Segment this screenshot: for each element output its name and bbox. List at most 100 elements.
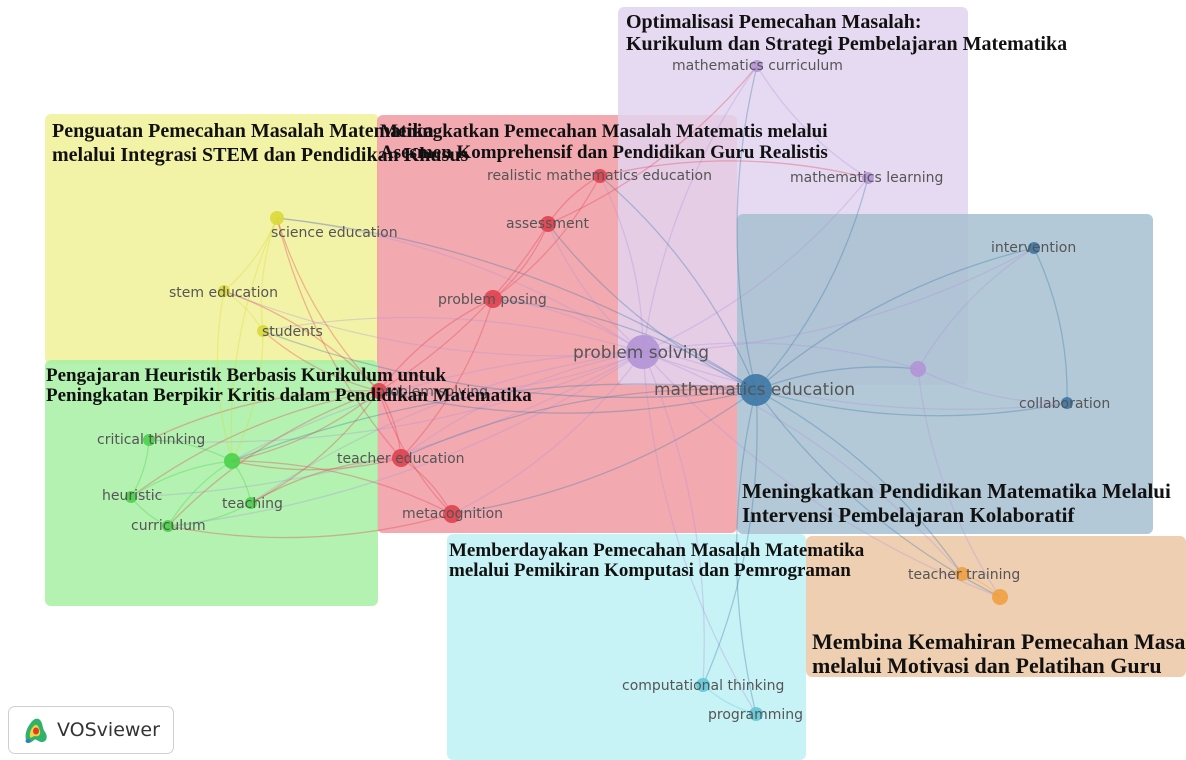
node-unlabeled-orange[interactable]	[992, 589, 1008, 605]
link	[599, 175, 644, 353]
cluster-title-purple: Kurikulum dan Strategi Pembelajaran Mate…	[626, 33, 1067, 55]
node-curriculum[interactable]	[162, 520, 174, 532]
link	[378, 351, 644, 394]
node-teacher-education[interactable]	[392, 449, 410, 467]
brand-name: VOSviewer	[57, 719, 160, 741]
cluster-title-purple: Optimalisasi Pemecahan Masalah:	[626, 11, 922, 33]
link	[148, 390, 380, 441]
link	[702, 389, 758, 686]
link	[599, 160, 869, 179]
node-collaboration[interactable]	[1061, 397, 1073, 409]
vosviewer-logo-icon	[25, 718, 47, 743]
link	[276, 217, 380, 392]
link	[917, 368, 1068, 404]
link	[547, 223, 757, 391]
link	[755, 177, 869, 391]
vosviewer-logo[interactable]: VOSviewer	[8, 706, 174, 754]
node-mathematics-education[interactable]	[740, 374, 772, 406]
node-problem-solving[interactable]	[626, 335, 660, 369]
cluster-title-cyan: Memberdayakan Pemecahan Masalah Matemati…	[449, 540, 865, 561]
link	[492, 175, 601, 300]
node-label: critical thinking	[97, 432, 205, 448]
link	[250, 457, 402, 504]
node-unlabeled-green[interactable]	[224, 453, 240, 469]
node-heuristic[interactable]	[125, 491, 137, 503]
node-label: heuristic	[102, 488, 162, 504]
node-intervention[interactable]	[1028, 242, 1040, 254]
link	[400, 351, 644, 459]
link	[167, 513, 453, 539]
node-realistic-mathematics-education[interactable]	[593, 169, 607, 183]
link	[735, 389, 757, 715]
node-teacher-training[interactable]	[955, 567, 969, 581]
link	[642, 351, 1001, 598]
node-mathematics-curriculum[interactable]	[751, 60, 763, 72]
node-metacognition[interactable]	[443, 505, 461, 523]
link	[642, 351, 705, 686]
cluster-title-red: Asesmen Komprehensif dan Pendidikan Guru…	[380, 142, 828, 163]
link	[167, 390, 380, 527]
link	[130, 460, 233, 498]
node-science-education[interactable]	[270, 211, 284, 225]
cluster-title-blue: Intervensi Pembelajaran Kolaboratif	[742, 503, 1075, 527]
link	[231, 330, 264, 462]
node-problem-solving[interactable]	[371, 383, 387, 399]
link	[231, 351, 644, 462]
node-critical-thinking[interactable]	[143, 434, 155, 446]
node-mathematics-learning[interactable]	[862, 172, 874, 184]
link	[642, 351, 963, 575]
cluster-box-cyan	[447, 534, 806, 760]
node-computational-thinking[interactable]	[696, 678, 710, 692]
node-label: assessment	[506, 216, 589, 232]
node-students[interactable]	[257, 325, 269, 337]
cluster-title-green: Peningkatan Berpikir Kritis dalam Pendid…	[46, 385, 532, 406]
node-label: intervention	[991, 240, 1076, 256]
link	[250, 351, 644, 504]
node-label: students	[262, 324, 323, 340]
link	[547, 65, 758, 225]
link	[642, 342, 919, 370]
node-label: mathematics curriculum	[672, 58, 843, 74]
link	[231, 390, 380, 462]
link	[642, 65, 758, 353]
node-label: programming	[708, 707, 803, 723]
node-label: curriculum	[131, 518, 206, 534]
node-label: teacher education	[337, 451, 465, 467]
node-label: problem solving	[376, 384, 488, 400]
link	[216, 290, 233, 462]
node-unlabeled-purple[interactable]	[910, 361, 926, 377]
link	[223, 290, 380, 392]
node-label: science education	[271, 225, 398, 241]
link	[148, 351, 644, 443]
link	[276, 217, 757, 391]
cluster-title-yellow: melalui Integrasi STEM dan Pendidikan Kh…	[52, 144, 468, 166]
node-programming[interactable]	[749, 707, 763, 721]
link	[167, 351, 644, 527]
link	[378, 223, 549, 392]
link	[230, 217, 278, 462]
link	[223, 217, 278, 292]
node-problem-posing[interactable]	[484, 290, 502, 308]
link	[378, 298, 494, 392]
link	[642, 247, 1035, 353]
cluster-title-green: Pengajaran Heuristik Berbasis Kurikulum …	[46, 365, 447, 386]
node-label: teaching	[222, 496, 283, 512]
link	[231, 460, 453, 515]
node-label: computational thinking	[622, 678, 784, 694]
network-nodes[interactable]	[125, 60, 1073, 721]
link	[547, 223, 644, 353]
link	[276, 217, 644, 353]
link	[756, 65, 869, 179]
node-assessment[interactable]	[540, 216, 556, 232]
cluster-title-blue: Meningkatkan Pendidikan Matematika Melal…	[742, 479, 1171, 503]
link	[262, 330, 380, 392]
link	[492, 223, 549, 300]
link	[642, 351, 1068, 410]
link	[642, 351, 757, 715]
cluster-title-orange: melalui Motivasi dan Pelatihan Guru	[812, 653, 1162, 678]
node-teaching[interactable]	[245, 497, 257, 509]
link	[231, 383, 757, 462]
node-label: metacognition	[402, 506, 503, 522]
node-stem-education[interactable]	[218, 285, 230, 297]
